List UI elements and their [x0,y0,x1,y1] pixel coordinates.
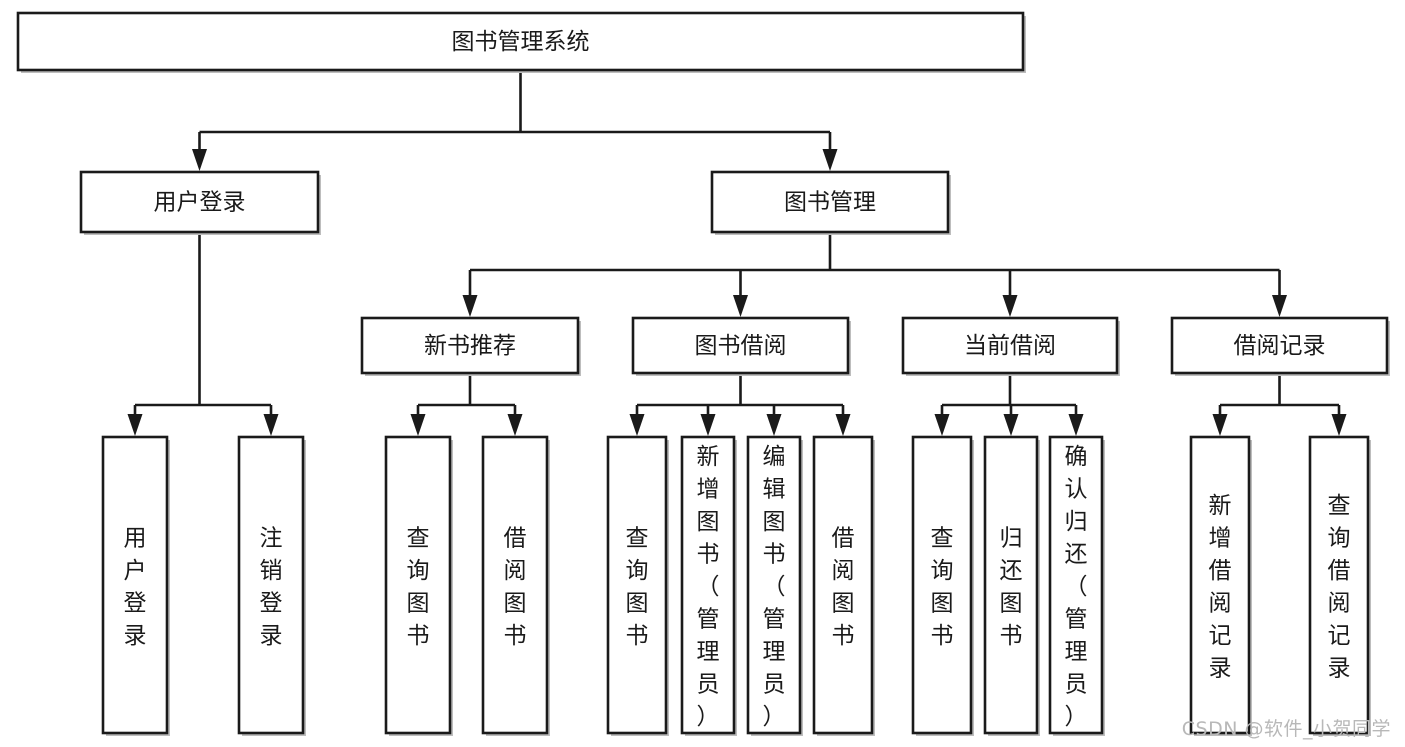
node-label: 新增借阅记录 [1209,493,1232,682]
arrow-head-icon [1003,414,1019,436]
node-box[interactable] [360,316,580,375]
node-box[interactable] [812,435,874,735]
arrow-head-icon [462,295,478,317]
node-box[interactable] [710,170,950,234]
arrow-head-icon [1068,414,1084,436]
node-box[interactable] [746,435,802,735]
arrow-head-icon [629,414,645,436]
arrow-head-icon [733,295,748,317]
connector-group-book-manage [462,232,1287,317]
node-current-borrow[interactable]: 当前借阅 [901,316,1120,376]
node-label: 图书管理 [784,190,876,216]
node-label: 确认归还（管理员） [1065,444,1088,730]
node-q-book-1[interactable]: 查询图书 [384,435,453,736]
node-box[interactable] [606,435,668,735]
node-q-book-2[interactable]: 查询图书 [606,435,669,736]
node-box[interactable] [680,435,736,735]
node-return-book[interactable]: 归还图书 [983,435,1040,736]
arrow-head-icon [766,414,782,436]
arrow-head-icon [700,414,716,436]
node-label: 借阅记录 [1234,333,1326,359]
arrow-head-icon [192,149,207,171]
node-box[interactable] [79,170,320,234]
node-root[interactable]: 图书管理系统 [16,11,1026,73]
node-query-record[interactable]: 查询借阅记录 [1308,435,1371,736]
arrow-head-icon [127,414,143,436]
node-label: 图书借阅 [695,333,787,359]
connectors-layer [127,70,1347,436]
node-label: 编辑图书（管理员） [763,444,786,730]
node-q-book-3[interactable]: 查询图书 [911,435,974,736]
arrow-head-icon [1331,414,1347,436]
node-book-borrow[interactable]: 图书借阅 [631,316,851,376]
node-label: 注销登录 [260,525,283,649]
node-user-login[interactable]: 用户登录 [79,170,321,235]
node-box[interactable] [481,435,549,735]
node-box[interactable] [1189,435,1251,735]
nodes-layer: 图书管理系统用户登录图书管理新书推荐图书借阅当前借阅借阅记录用户登录注销登录查询… [16,11,1390,736]
node-user-login-leaf[interactable]: 用户登录 [101,435,170,736]
connector-group-new-book-rec [410,373,523,436]
arrow-head-icon [1002,295,1018,317]
arrow-head-icon [507,414,523,436]
node-book-manage[interactable]: 图书管理 [710,170,951,235]
node-label: 借阅图书 [832,525,855,649]
node-label: 新增图书（管理员） [697,444,720,730]
node-label: 归还图书 [1000,525,1023,649]
node-box[interactable] [101,435,169,735]
arrow-head-icon [934,414,950,436]
node-edit-book[interactable]: 编辑图书（管理员） [746,435,803,736]
node-label: 查询图书 [626,525,649,649]
arrow-head-icon [1212,414,1228,436]
node-label: 借阅图书 [504,525,527,649]
node-label: 查询借阅记录 [1328,493,1351,682]
node-borrow-record[interactable]: 借阅记录 [1170,316,1390,376]
node-label: 查询图书 [407,525,430,649]
node-label: 当前借阅 [964,333,1056,359]
node-box[interactable] [237,435,305,735]
node-confirm-return[interactable]: 确认归还（管理员） [1048,435,1105,736]
arrow-head-icon [822,149,838,171]
connector-group-user-login [127,232,279,436]
node-borrow-book-2[interactable]: 借阅图书 [812,435,875,736]
node-label: 新书推荐 [424,333,516,359]
node-box[interactable] [1170,316,1389,375]
node-borrow-book-1[interactable]: 借阅图书 [481,435,550,736]
node-add-record[interactable]: 新增借阅记录 [1189,435,1252,736]
node-box[interactable] [384,435,452,735]
node-box[interactable] [1308,435,1370,735]
node-new-book-rec[interactable]: 新书推荐 [360,316,581,376]
arrow-head-icon [410,414,426,436]
arrow-head-icon [263,414,279,436]
node-label: 查询图书 [931,525,954,649]
arrow-head-icon [1272,295,1287,317]
node-box[interactable] [1048,435,1104,735]
connector-group-root [192,70,838,171]
node-box[interactable] [901,316,1119,375]
arrow-head-icon [835,414,851,436]
node-label: 图书管理系统 [452,29,590,55]
node-box[interactable] [911,435,973,735]
connector-group-borrow-record [1212,373,1347,436]
node-add-book[interactable]: 新增图书（管理员） [680,435,737,736]
node-box[interactable] [16,11,1025,72]
node-label: 用户登录 [154,190,246,216]
connector-group-current-borrow [934,373,1084,436]
node-label: 用户登录 [124,525,147,649]
node-box[interactable] [983,435,1039,735]
node-logout-leaf[interactable]: 注销登录 [237,435,306,736]
connector-group-book-borrow [629,373,851,436]
node-box[interactable] [631,316,850,375]
